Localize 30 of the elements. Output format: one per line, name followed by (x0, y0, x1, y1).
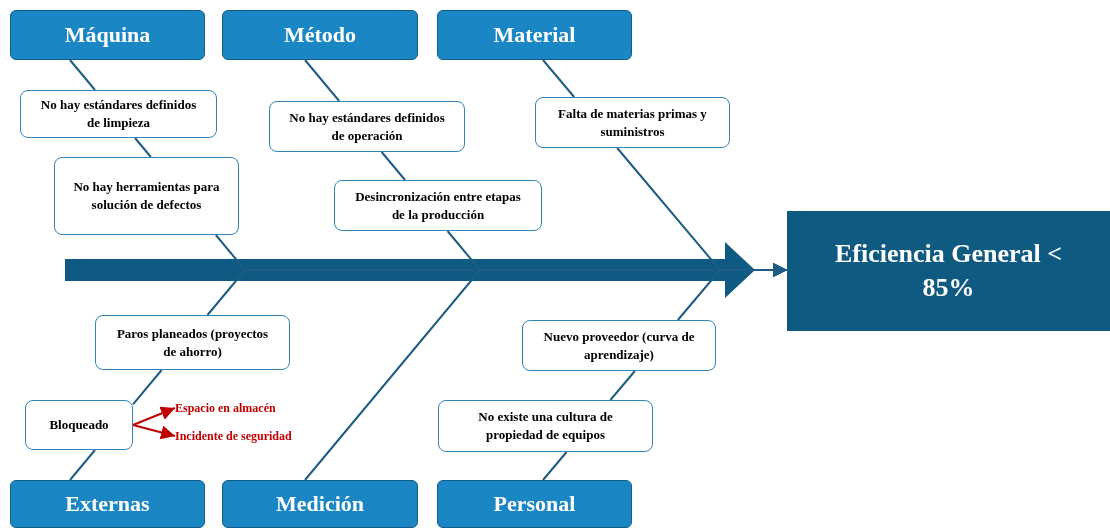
category-box: Material (437, 10, 632, 60)
connector-line (542, 451, 568, 481)
arrow (132, 406, 176, 426)
category-box: Externas (10, 480, 205, 528)
cause-box: No existe una cultura de propiedad de equipos (438, 400, 653, 452)
category-box: Máquina (10, 10, 205, 60)
connector-line (134, 137, 152, 158)
cause-box: Bloqueado (25, 400, 133, 450)
connector-line (69, 59, 96, 91)
connector-line (69, 449, 96, 481)
connector-line (304, 59, 341, 102)
cause-box: No hay herramientas para solución de defectos (54, 157, 239, 235)
cause-text: Incidente de seguridad (175, 426, 315, 446)
cause-box: Paros planeados (proyectos de ahorro) (95, 315, 290, 370)
cause-box: Falta de materias primas y suministros (535, 97, 730, 148)
arrow (676, 263, 788, 321)
category-box: Medición (222, 480, 418, 528)
cause-box: No hay estándares definidos de limpieza (20, 90, 217, 138)
connector-line (132, 369, 163, 406)
connector-line (380, 151, 406, 181)
cause-box: Nuevo proveedor (curva de aprendizaje) (522, 320, 716, 371)
cause-text: Espacio en almacén (175, 398, 305, 418)
category-box: Personal (437, 480, 632, 528)
connector-line (609, 370, 636, 401)
cause-box: Desincronización entre etapas de la producción (334, 180, 542, 231)
cause-box: No hay estándares definidos de operación (269, 101, 465, 152)
category-box: Método (222, 10, 418, 60)
arrow (132, 424, 176, 440)
effect-box: Eficiencia General < 85% (787, 211, 1110, 331)
connector-line (542, 59, 576, 98)
